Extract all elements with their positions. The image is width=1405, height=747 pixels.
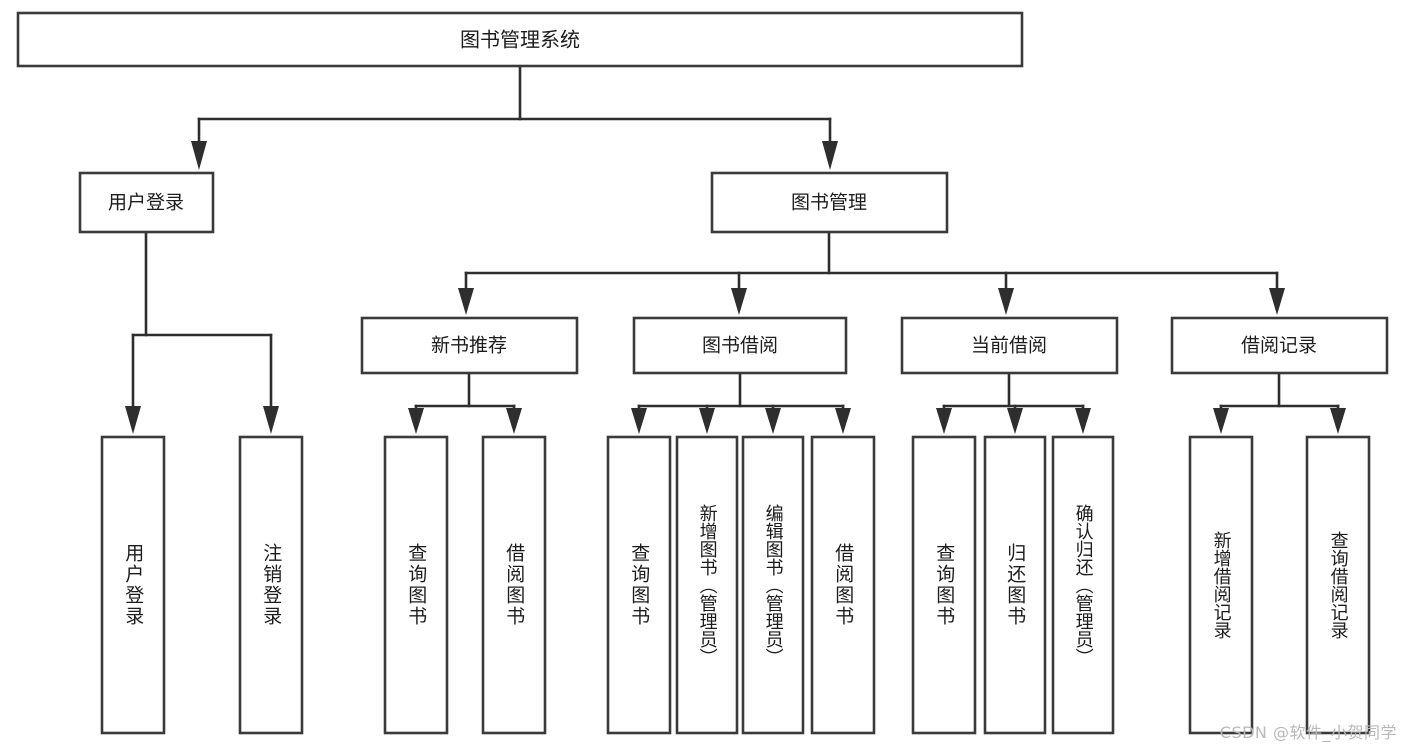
node-book-manage-label: 图书管理 <box>791 192 867 214</box>
arrow-head-icon <box>506 408 522 434</box>
arrow-head-icon <box>998 288 1014 315</box>
arrow-head-icon <box>1269 288 1285 315</box>
node-leaf-box[interactable] <box>983 435 1047 735</box>
node-user-login-box[interactable] <box>78 171 215 234</box>
connector-group-borrow-record <box>1213 371 1346 434</box>
arrow-head-icon <box>835 408 851 434</box>
node-leaf-box[interactable] <box>100 435 166 735</box>
arrow-head-icon <box>1330 408 1346 434</box>
node-leaf-box[interactable] <box>238 435 304 735</box>
arrow-head-icon <box>1007 408 1023 434</box>
arrow-head-icon <box>631 408 647 434</box>
node-book-borrow-box[interactable] <box>632 316 848 375</box>
node-leaf-box[interactable] <box>810 435 876 735</box>
node-leaf-box[interactable] <box>481 435 547 735</box>
connector-group-current-borrow <box>936 371 1091 434</box>
node-leaf-box[interactable] <box>675 435 739 735</box>
arrow-head-icon <box>731 288 747 315</box>
node-leaf-box[interactable] <box>606 435 672 735</box>
node-leaf-box[interactable] <box>1188 435 1254 735</box>
node-current-borrow-box[interactable] <box>900 316 1119 375</box>
node-borrow-record-box[interactable] <box>1170 316 1389 375</box>
node-current-borrow-label: 当前借阅 <box>971 335 1047 357</box>
connector-group-user-login <box>125 230 279 434</box>
node-borrow-record-label: 借阅记录 <box>1241 335 1317 357</box>
node-book-borrow-label: 图书借阅 <box>702 335 778 357</box>
arrow-head-icon <box>263 406 279 434</box>
arrow-head-icon <box>822 141 838 170</box>
connector-group-book-borrow <box>631 371 851 434</box>
arrow-head-icon <box>191 141 207 170</box>
arrow-head-icon <box>1213 408 1229 434</box>
arrow-head-icon <box>408 408 424 434</box>
connector-group-root <box>191 64 838 170</box>
node-leaf-box[interactable] <box>741 435 805 735</box>
node-leaf-box[interactable] <box>383 435 449 735</box>
csdn-watermark: CSDN @软件_小贺同学 <box>1219 723 1397 742</box>
node-leaf-box[interactable] <box>1051 435 1115 735</box>
connector-group-book-manage <box>458 230 1285 315</box>
arrow-head-icon <box>125 406 141 434</box>
arrow-head-icon <box>699 408 715 434</box>
arrow-head-icon <box>765 408 781 434</box>
node-new-book-label: 新书推荐 <box>431 335 507 357</box>
arrow-head-icon <box>458 288 474 315</box>
node-new-book-box[interactable] <box>360 316 579 375</box>
node-leaf-box[interactable] <box>911 435 977 735</box>
node-leaf-box[interactable] <box>1305 435 1371 735</box>
arrow-head-icon <box>936 408 952 434</box>
node-book-manage-box[interactable] <box>710 171 949 234</box>
connector-group-new-book <box>408 371 522 434</box>
node-user-login-label: 用户登录 <box>108 192 184 214</box>
arrow-head-icon <box>1075 408 1091 434</box>
node-root-box[interactable] <box>16 11 1024 68</box>
node-root-label: 图书管理系统 <box>460 28 580 52</box>
